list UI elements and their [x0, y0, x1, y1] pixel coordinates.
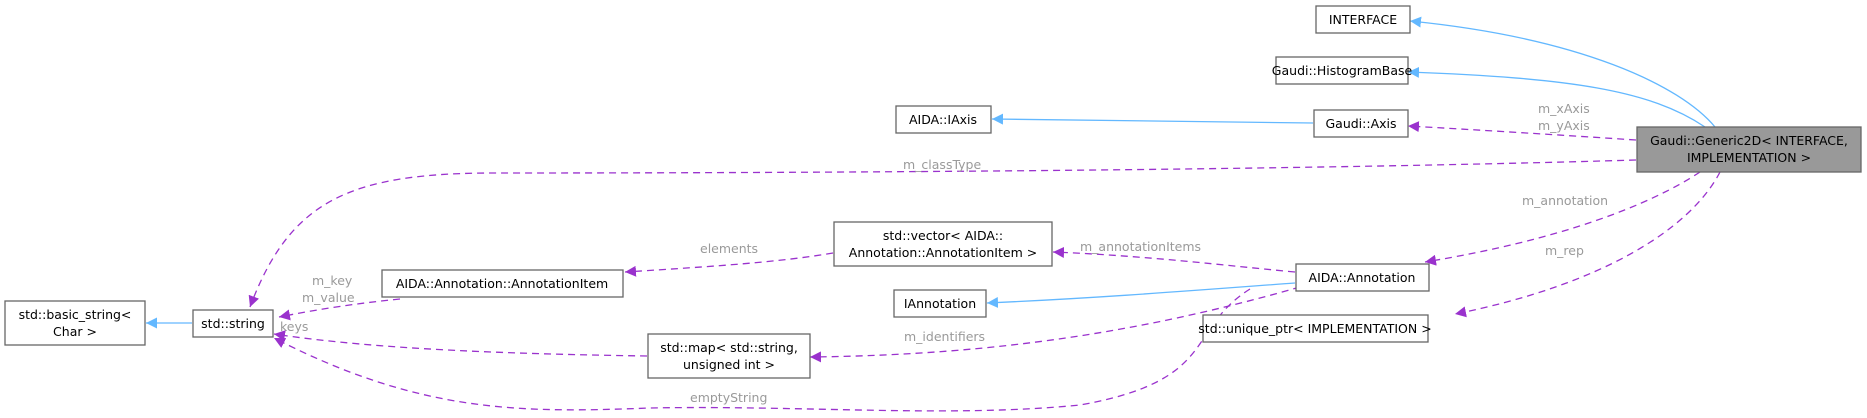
label-m-xaxis: m_xAxis: [1538, 101, 1590, 116]
node-histogram-base-label: Gaudi::HistogramBase: [1272, 63, 1413, 78]
node-basic-string-line2: Char >: [53, 324, 97, 339]
edge-focus-to-interface: [1409, 16, 1716, 128]
label-m-annotationitems: m_annotationItems: [1080, 239, 1201, 254]
node-annotation-item-label: AIDA::Annotation::AnnotationItem: [396, 276, 608, 291]
edge-focus-to-gaudi-axis: [1407, 121, 1637, 141]
node-std-map-line2: unsigned int >: [683, 357, 775, 372]
node-aida-iaxis[interactable]: AIDA::IAxis: [895, 105, 992, 134]
inheritance-edges: [146, 16, 1716, 329]
label-elements: elements: [700, 241, 758, 256]
node-gaudi-generic2d[interactable]: Gaudi::Generic2D< INTERFACE, IMPLEMENTAT…: [1636, 126, 1862, 173]
node-gaudi-generic2d-line1: Gaudi::Generic2D< INTERFACE,: [1650, 133, 1848, 148]
node-std-map[interactable]: std::map< std::string, unsigned int >: [647, 333, 811, 379]
label-m-key: m_key: [312, 273, 353, 288]
node-unique-ptr-label: std::unique_ptr< IMPLEMENTATION >: [1198, 321, 1431, 336]
edge-labels: m_xAxis m_yAxis m_classType m_annotation…: [280, 101, 1608, 405]
node-basic-string[interactable]: std::basic_string< Char >: [4, 300, 146, 346]
label-m-value: m_value: [302, 290, 355, 305]
label-m-rep: m_rep: [1545, 243, 1584, 258]
node-annotation-item[interactable]: AIDA::Annotation::AnnotationItem: [381, 269, 624, 298]
node-aida-iaxis-label: AIDA::IAxis: [909, 112, 977, 127]
node-aida-annotation-label: AIDA::Annotation: [1309, 270, 1416, 285]
edge-annotation-to-vector: [1052, 246, 1296, 273]
label-emptystring: emptyString: [690, 390, 767, 405]
edge-focus-to-string-classtype: [248, 159, 1637, 308]
label-m-annotation: m_annotation: [1522, 193, 1608, 208]
label-m-classtype: m_classType: [903, 157, 981, 172]
edge-map-to-string-keys: [273, 330, 648, 357]
label-keys: keys: [280, 319, 308, 334]
node-interface[interactable]: INTERFACE: [1315, 5, 1411, 34]
node-basic-string-line1: std::basic_string<: [19, 307, 132, 322]
node-vector-line2: Annotation::AnnotationItem >: [849, 245, 1037, 260]
node-std-string[interactable]: std::string: [192, 309, 274, 338]
edge-annotation-item-to-string: [278, 298, 401, 321]
edge-vector-to-annotation-item: [624, 252, 834, 277]
node-vector-line1: std::vector< AIDA::: [883, 228, 1003, 243]
edge-focus-to-annotation: [1424, 171, 1701, 266]
node-gaudi-generic2d-line2: IMPLEMENTATION >: [1687, 150, 1811, 165]
node-aida-annotation[interactable]: AIDA::Annotation: [1295, 263, 1430, 292]
node-histogram-base[interactable]: Gaudi::HistogramBase: [1272, 56, 1413, 85]
node-iannotation[interactable]: IAnnotation: [893, 289, 987, 318]
node-vector-annotation-items[interactable]: std::vector< AIDA:: Annotation::Annotati…: [833, 221, 1053, 267]
usage-edges: [248, 121, 1721, 412]
edge-annotation-to-string-emptystring: [273, 288, 1251, 412]
edge-gaudi-axis-to-iaxis: [991, 113, 1314, 125]
label-m-yaxis: m_yAxis: [1538, 118, 1590, 133]
node-gaudi-axis[interactable]: Gaudi::Axis: [1313, 109, 1409, 138]
edge-annotation-to-iannotation: [986, 282, 1296, 309]
node-unique-ptr[interactable]: std::unique_ptr< IMPLEMENTATION >: [1198, 314, 1432, 343]
node-interface-label: INTERFACE: [1329, 12, 1397, 27]
edge-annotation-to-map: [809, 286, 1301, 363]
node-gaudi-axis-label: Gaudi::Axis: [1325, 116, 1396, 131]
label-m-identifiers: m_identifiers: [904, 329, 985, 344]
edge-focus-to-unique-ptr: [1454, 171, 1721, 318]
node-iannotation-label: IAnnotation: [904, 296, 976, 311]
edge-focus-to-histogram-base: [1407, 66, 1706, 128]
node-std-map-line1: std::map< std::string,: [660, 340, 798, 355]
node-std-string-label: std::string: [201, 316, 265, 331]
